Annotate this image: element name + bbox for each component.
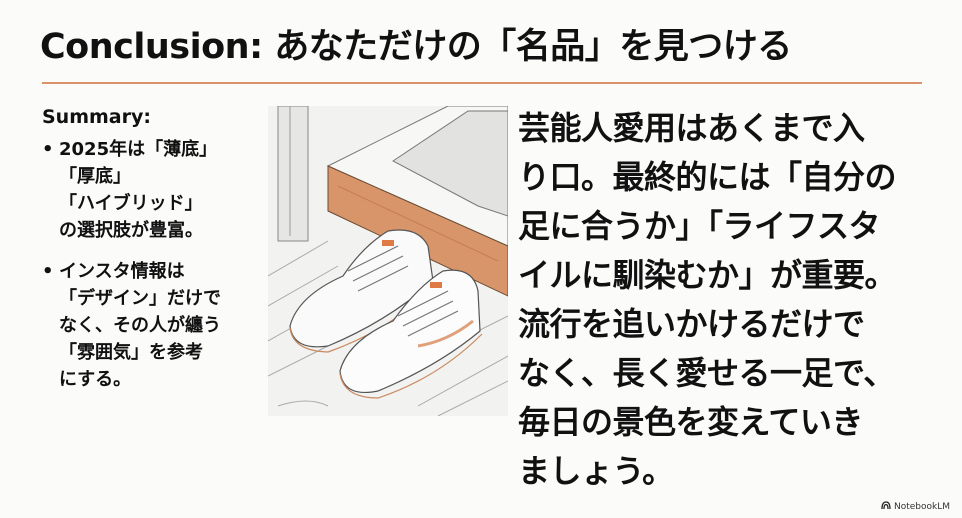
summary-bullet: インスタ情報は 「デザイン」だけで なく、その人が纏う 「雰囲気」を参考 にする… [42, 258, 272, 393]
summary-bullet: 2025年は「薄底」 「厚底」 「ハイブリッド」 の選択肢が豊富。 [42, 136, 272, 244]
summary-list: 2025年は「薄底」 「厚底」 「ハイブリッド」 の選択肢が豊富。 インスタ情報… [42, 136, 272, 393]
slide-title: Conclusion: あなただけの「名品」を見つける [40, 27, 792, 67]
notebooklm-branding: NotebookLM [881, 501, 950, 512]
sneakers-illustration [267, 105, 509, 417]
branding-label: NotebookLM [893, 501, 950, 512]
summary-section: Summary: 2025年は「薄底」 「厚底」 「ハイブリッド」 の選択肢が豊… [42, 106, 272, 407]
summary-heading: Summary: [42, 106, 151, 128]
title-divider [42, 82, 922, 84]
notebooklm-logo-icon [881, 501, 891, 512]
conclusion-text: 芸能人愛用はあくまで入 り口。最終的には「自分の 足に合うか」「ライフスタ イル… [518, 109, 897, 490]
